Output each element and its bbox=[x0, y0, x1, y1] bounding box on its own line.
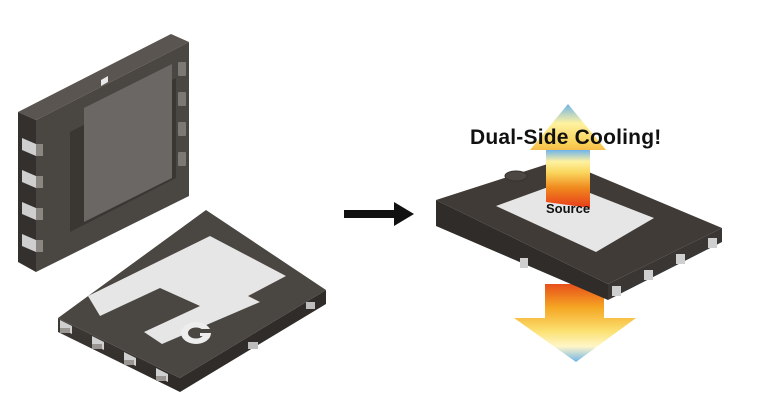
flat-package-front-wall bbox=[58, 318, 180, 392]
drain-pad bbox=[84, 64, 172, 222]
dsc-package bbox=[436, 150, 722, 300]
flat-front-leads bbox=[60, 320, 168, 382]
source-pad-label: Source bbox=[546, 201, 591, 216]
right-arrow-icon bbox=[344, 202, 414, 226]
heat-down-arrow-icon bbox=[514, 284, 636, 362]
dsc-package-front-wall bbox=[436, 200, 608, 300]
flat-package-right-wall bbox=[180, 290, 326, 392]
heat-up-core bbox=[546, 150, 590, 208]
pin1-marker bbox=[101, 76, 108, 86]
logo-g-icon bbox=[181, 322, 211, 344]
upright-left-leads bbox=[22, 138, 43, 252]
flat-package bbox=[58, 210, 326, 392]
upright-right-leads bbox=[178, 62, 186, 166]
upright-package bbox=[18, 34, 189, 272]
dsc-source-pad bbox=[496, 182, 654, 252]
upright-package-top bbox=[18, 34, 189, 120]
pin1-dimple bbox=[504, 170, 528, 182]
flat-source-pad bbox=[88, 236, 286, 344]
dsc-front-leads bbox=[520, 238, 717, 296]
flat-right-leads bbox=[248, 302, 315, 349]
dsc-package-right-wall bbox=[608, 228, 722, 300]
headline-label: Dual-Side Cooling! bbox=[470, 126, 662, 149]
